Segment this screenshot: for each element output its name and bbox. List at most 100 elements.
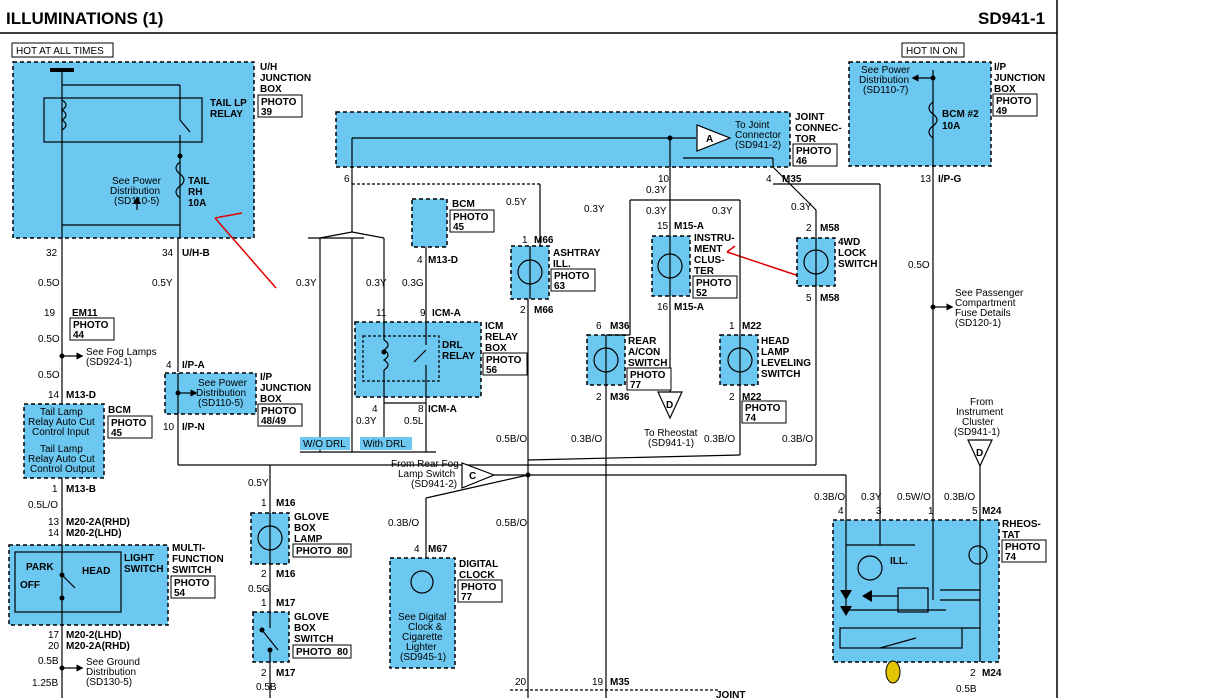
uh-pin-34: 34 [162,248,174,259]
bcm-mid-conn-top: M13-D [66,390,96,401]
wire-0.3B/O-lock: 0.3B/O [782,434,813,445]
rh-photo-1: PHOTO [1005,542,1041,553]
ground-ref-3: (SD130-5) [86,677,132,688]
icm-name-1: ICM [485,321,503,332]
rh-photo-2: 74 [1005,552,1017,563]
hot-at-all-times-label: HOT AT ALL TIMES [16,46,104,57]
head-conn-top: M22 [742,321,762,332]
acon-pin-bot: 2 [596,392,602,403]
rh-conn-bot: M24 [982,668,1002,679]
wire-rh-4: 0.3B/O [944,492,975,503]
ground-ref-2: Distribution [86,667,136,678]
joint-name-2: CONNEC- [795,123,842,134]
switch-park: PARK [26,562,54,573]
wire-0.5O-a: 0.5O [38,278,60,289]
acon-name-2: A/CON [628,347,660,358]
light-switch-1: LIGHT [124,553,154,564]
wire-glove-0.5B: 0.5B [256,682,277,693]
ms-photo-2: 54 [174,588,186,599]
ipl-ref-1: See Power [198,378,248,389]
head-pin-bot: 2 [729,392,735,403]
glove-box-switch [252,611,290,663]
rh-pin-1: 1 [928,506,934,517]
ipr-fuse-2: 10A [942,121,960,132]
wire-clock-2: 0.5B/O [496,518,527,529]
uh-box-name-2: JUNCTION [260,73,311,84]
lock-name-1: 4WD [838,237,860,248]
wire-glove-0.5Y: 0.5Y [248,478,269,489]
glove-lamp-photo-1: PHOTO [296,546,332,557]
glove-box-lamp [250,512,290,565]
joint-photo-1: PHOTO [796,146,832,157]
rear-fog-2: Lamp Switch [398,469,455,480]
from-cluster-2: Instrument [956,407,1003,418]
cluster-pin-bot: 16 [657,302,669,313]
joint-conn-m35: M35 [782,174,802,185]
cluster-name-3: CLUS- [694,255,725,266]
bottom-conn-m35: M35 [610,677,630,688]
ipl-photo-1: PHOTO [261,406,297,417]
lock-name-3: SWITCH [838,259,877,270]
head-pin-top: 1 [729,321,735,332]
lock-4wd-switch [796,237,836,287]
wire-rh-3: 0.5W/O [897,492,931,503]
bcm-top-box [411,198,448,248]
ipr-fuse-1: BCM #2 [942,109,979,120]
wire-0.3Y-icm: 0.3Y [366,278,387,289]
rh-pin-5: 5 [972,506,978,517]
bcm-mid-conn-bot: M13-B [66,484,96,495]
head-photo-2: 74 [745,413,757,424]
bcm-out-1: Tail Lamp [40,444,83,455]
ipr-name-1: I/P [994,62,1007,73]
glove-sw-conn-bot: M17 [276,668,296,679]
rear-fog-1: From Rear Fog [391,459,459,470]
wire-0.5L: 0.5L [404,416,424,427]
glove-lamp-name-3: LAMP [294,534,323,545]
wire-clock-1: 0.3B/O [388,518,419,529]
glove-sw-name-3: SWITCH [294,634,333,645]
icm-relay-box: DRL RELAY [354,321,482,398]
instrument-cluster [651,235,691,297]
bcm-in-2: Relay Auto Cut [28,417,95,428]
glove-sw-pin-bot: 2 [261,668,267,679]
rheostat-ill: ILL. [890,556,908,567]
clock-ref-2: Clock & [408,622,443,633]
lock-conn-bot: M58 [820,293,840,304]
wire-0.5O-b: 0.5O [38,334,60,345]
ipr-ref-1: See Power [861,65,911,76]
glove-lamp-conn-bot: M16 [276,569,296,580]
wire-gnd-1.25B: 1.25B [32,678,58,689]
with-drl-label: With DRL [363,439,406,450]
annotation-arrow-left [214,212,277,289]
power-ref-1: See Power [112,176,162,187]
joint-pin-4: 4 [766,174,772,185]
digital-clock: See Digital Clock & Cigarette Lighter (S… [389,557,456,669]
rh-name-2: TAT [1002,530,1020,541]
bcm-mid-name: BCM [108,405,131,416]
head-name-4: SWITCH [761,369,800,380]
wire-rh-1: 0.3B/O [814,492,845,503]
ashtray-lamp [510,245,550,300]
cluster-name-4: TER [694,266,715,277]
bcm-top-photo-2: 45 [453,222,465,233]
ipl-ref-3: (SD110-5) [198,398,243,409]
head-name-1: HEAD [761,336,789,347]
from-cluster-4: (SD941-1) [954,427,1000,438]
from-cluster-3: Cluster [962,417,994,428]
rh-pin-3: 3 [876,506,882,517]
clock-name-1: DIGITAL [459,559,498,570]
ipl-name-1: I/P [260,372,273,383]
switch-head: HEAD [82,566,110,577]
ipr-pin: 13 [920,174,932,185]
uh-photo-1: PHOTO [261,97,297,108]
glove-sw-name-2: BOX [294,623,316,634]
ms-pin-20: 20 [48,641,60,652]
wire-0.5B/O-a: 0.5B/O [496,434,527,445]
ipr-conn: I/P-G [938,174,962,185]
power-ref-3: (SD110-5) [114,196,159,207]
cluster-name-1: INSTRU- [694,233,735,244]
acon-conn-bot: M36 [610,392,630,403]
wire-0.3Y-bl: 0.3Y [356,416,377,427]
icm-pin-4: 4 [372,404,378,415]
power-ref-2: Distribution [110,186,160,197]
